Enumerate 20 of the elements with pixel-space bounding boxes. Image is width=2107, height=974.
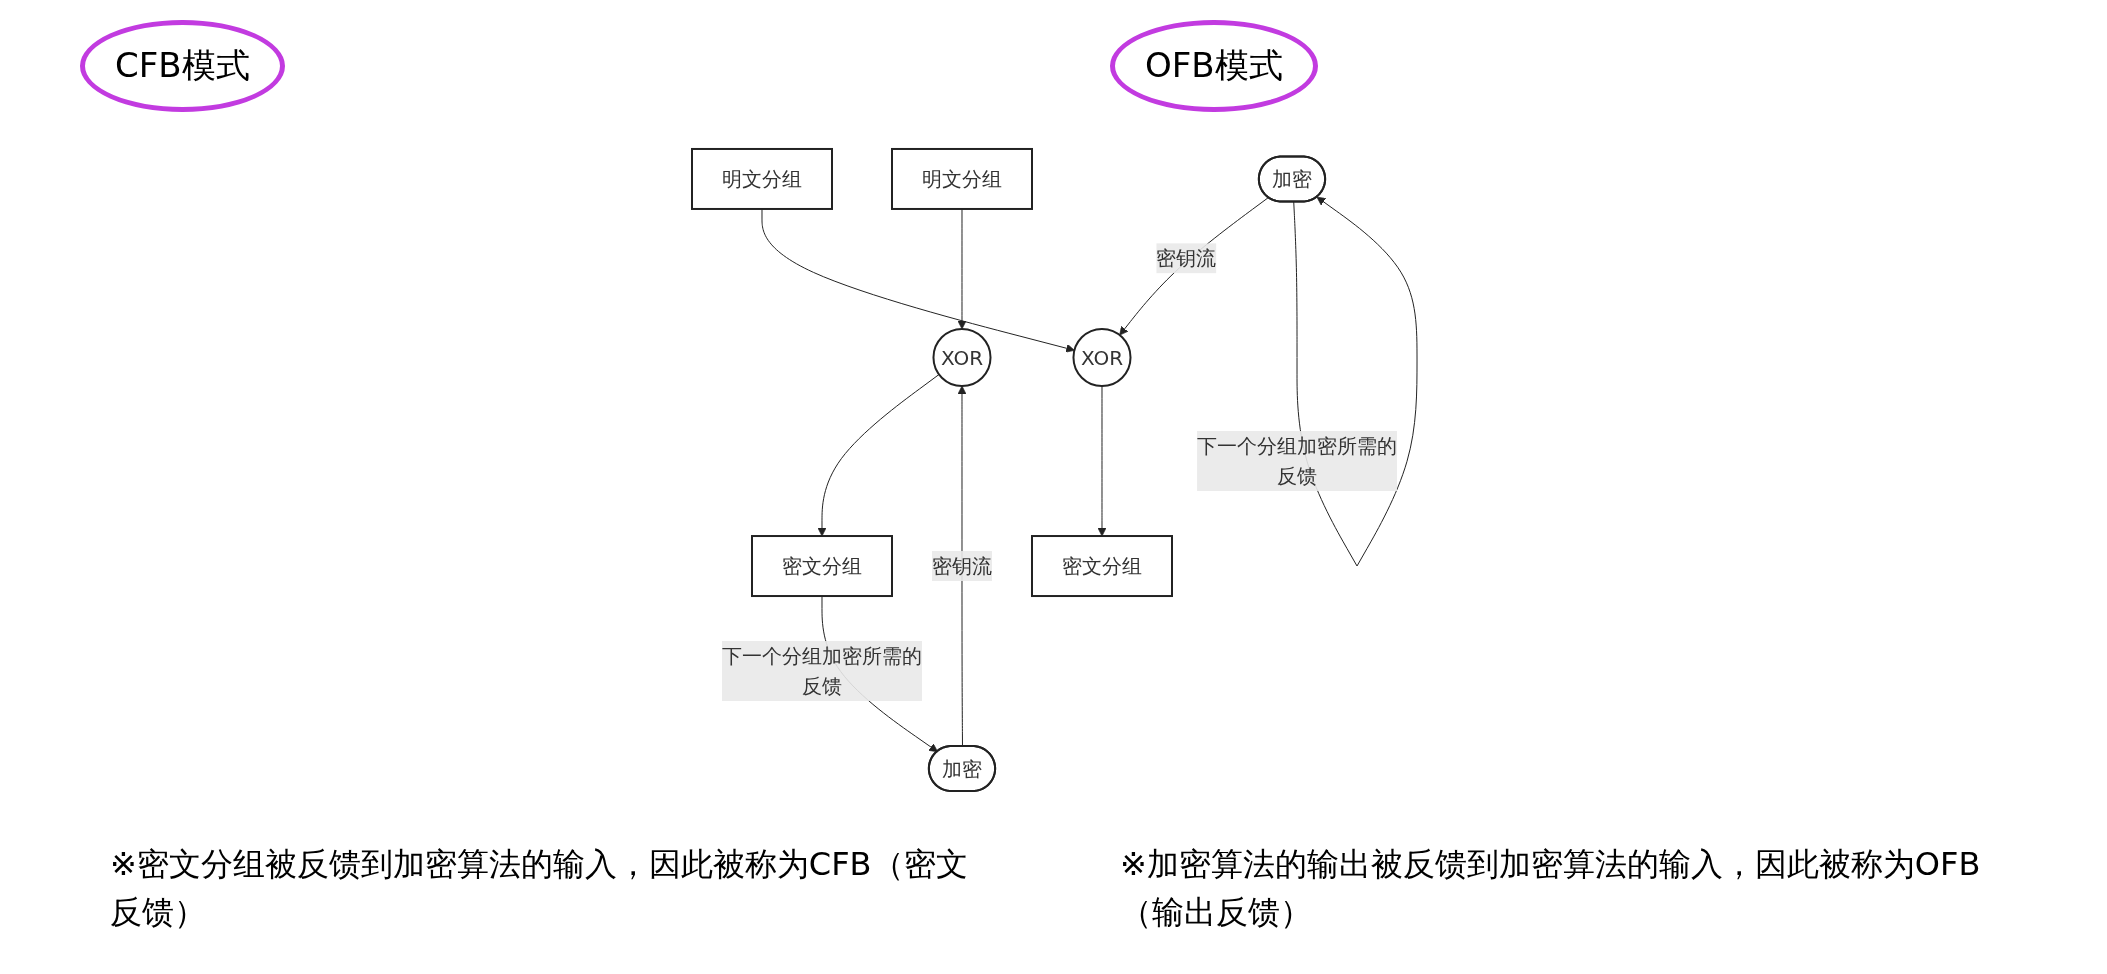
mode-title: CFB模式 — [80, 20, 285, 112]
mode-title: OFB模式 — [1110, 20, 1318, 112]
arrow — [958, 208, 967, 330]
node-box: 密文分组 — [1031, 535, 1174, 598]
edge-label: 下一个分组加密所需的反馈 — [722, 644, 923, 699]
node-box: 明文分组 — [691, 147, 834, 210]
edge-label: 密钥流 — [932, 554, 993, 579]
node-circle: XOR — [1072, 327, 1132, 388]
arrow — [958, 385, 967, 748]
footnote: ※加密算法的输出被反馈到加密算法的输入，因此被称为OFB（输出反馈） — [1120, 844, 1982, 933]
node-circle: XOR — [932, 327, 992, 388]
node-box: 明文分组 — [891, 147, 1034, 210]
arrow — [818, 373, 941, 537]
footnote: ※密文分组被反馈到加密算法的输入，因此被称为CFB（密文反馈） — [110, 844, 969, 933]
edge-label: 下一个分组加密所需的反馈 — [1197, 434, 1398, 489]
arrow — [1098, 385, 1107, 537]
arrow — [762, 208, 1076, 353]
node-box: 密文分组 — [751, 535, 894, 598]
edge-label: 密钥流 — [1156, 246, 1217, 271]
arrow — [1119, 197, 1270, 336]
